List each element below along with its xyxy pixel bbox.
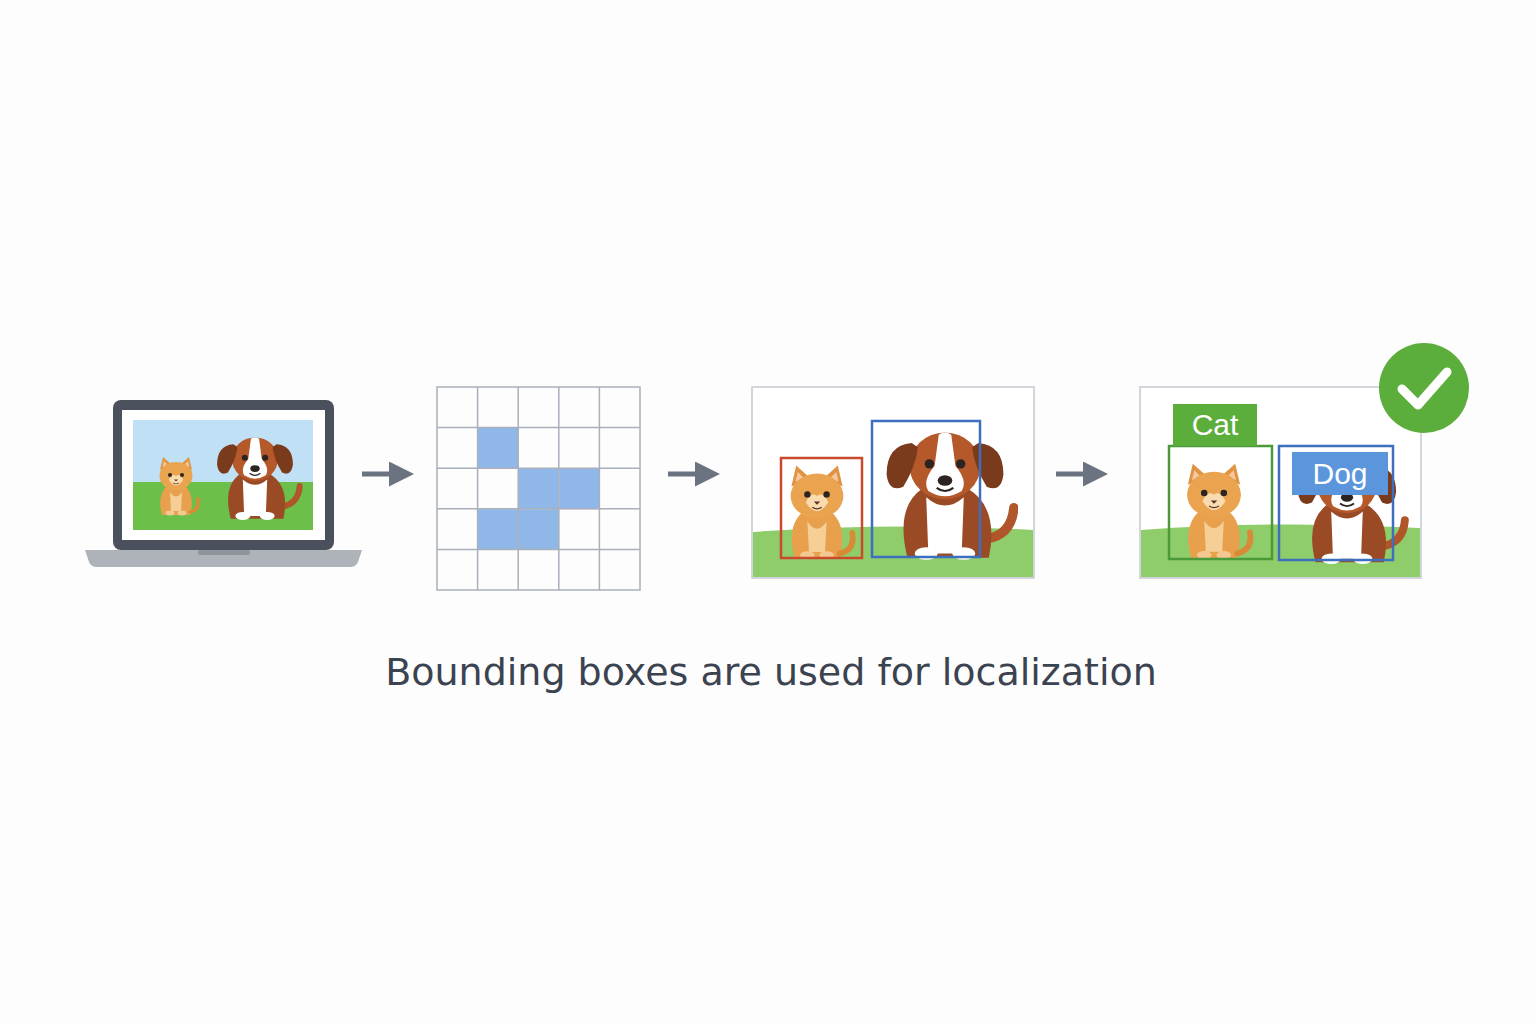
class-label: Cat <box>1192 408 1239 442</box>
class-tag: Dog <box>1292 452 1388 495</box>
detection-panel <box>752 387 1034 578</box>
feature-grid <box>437 387 640 590</box>
class-label: Dog <box>1312 457 1367 491</box>
caption: Bounding boxes are used for localization <box>385 650 1157 694</box>
laptop <box>85 400 362 567</box>
class-tag: Cat <box>1173 404 1257 446</box>
labeled-panel <box>1140 343 1469 578</box>
